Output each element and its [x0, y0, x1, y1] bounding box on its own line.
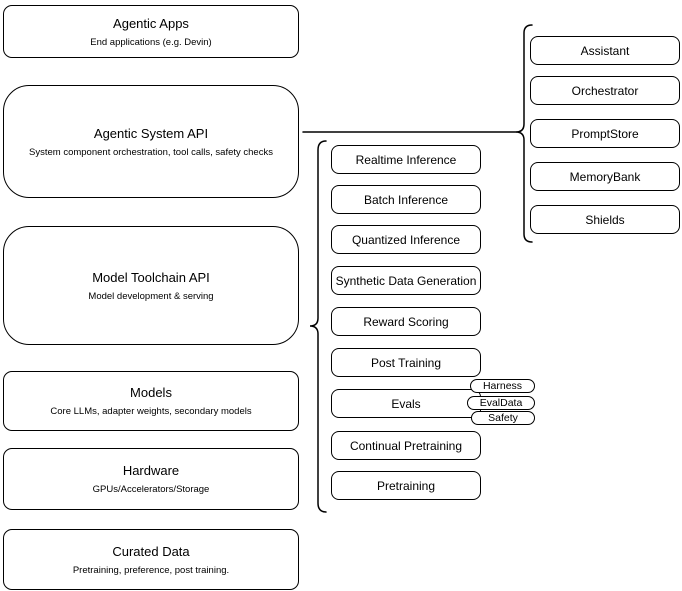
- toolchain-item-evals: Evals: [331, 389, 481, 418]
- model-toolchain-api-title: Model Toolchain API: [92, 269, 210, 285]
- toolchain-item-reward-scoring: Reward Scoring: [331, 307, 481, 336]
- toolchain-item-label: Reward Scoring: [363, 314, 449, 329]
- curated-data-subtitle: Pretraining, preference, post training.: [72, 564, 230, 576]
- component-label: MemoryBank: [569, 169, 641, 184]
- agentic-apps-box: Agentic Apps End applications (e.g. Devi…: [3, 5, 299, 58]
- hardware-box: Hardware GPUs/Accelerators/Storage: [3, 448, 299, 510]
- toolchain-item-label: Pretraining: [376, 478, 436, 493]
- model-toolchain-api-subtitle: Model development & serving: [88, 290, 214, 302]
- curated-data-title: Curated Data: [112, 543, 190, 559]
- component-label: PromptStore: [571, 126, 639, 141]
- evals-tag-label: Safety: [488, 412, 518, 424]
- models-title: Models: [130, 385, 172, 400]
- toolchain-item-label: Continual Pretraining: [349, 438, 463, 453]
- toolchain-item-label: Synthetic Data Generation: [335, 273, 477, 288]
- agentic-system-api-title: Agentic System API: [93, 125, 209, 141]
- toolchain-item-pretraining: Pretraining: [331, 471, 481, 500]
- evals-tag-label: EvalData: [479, 397, 523, 409]
- toolchain-item-label: Post Training: [370, 355, 442, 370]
- component-label: Shields: [585, 212, 625, 227]
- toolchain-brace: [309, 140, 327, 513]
- agentic-apps-subtitle: End applications (e.g. Devin): [90, 36, 212, 48]
- component-memorybank: MemoryBank: [530, 162, 680, 191]
- toolchain-item-post-training: Post Training: [331, 348, 481, 377]
- evals-tag-evaldata: EvalData: [467, 396, 535, 410]
- agentic-system-api-box: Agentic System API System component orch…: [3, 85, 299, 198]
- component-label: Assistant: [580, 43, 630, 58]
- toolchain-item-label: Evals: [391, 396, 421, 411]
- toolchain-item-realtime-inference: Realtime Inference: [331, 145, 481, 174]
- component-assistant: Assistant: [530, 36, 680, 65]
- component-orchestrator: Orchestrator: [530, 76, 680, 105]
- curated-data-box: Curated Data Pretraining, preference, po…: [3, 529, 299, 590]
- component-shields: Shields: [530, 205, 680, 234]
- models-subtitle: Core LLMs, adapter weights, secondary mo…: [50, 406, 252, 417]
- toolchain-item-label: Realtime Inference: [355, 152, 457, 167]
- agentic-system-api-subtitle: System component orchestration, tool cal…: [29, 146, 273, 158]
- component-promptstore: PromptStore: [530, 119, 680, 148]
- toolchain-item-label: Batch Inference: [363, 192, 449, 207]
- toolchain-item-synthetic-data-generation: Synthetic Data Generation: [331, 266, 481, 295]
- agentic-apps-title: Agentic Apps: [113, 15, 189, 31]
- toolchain-item-quantized-inference: Quantized Inference: [331, 225, 481, 254]
- evals-tag-label: Harness: [482, 380, 523, 392]
- toolchain-item-label: Quantized Inference: [351, 232, 461, 247]
- models-box: Models Core LLMs, adapter weights, secon…: [3, 371, 299, 431]
- component-label: Orchestrator: [571, 83, 639, 98]
- evals-tag-harness: Harness: [470, 379, 535, 393]
- toolchain-item-batch-inference: Batch Inference: [331, 185, 481, 214]
- hardware-title: Hardware: [122, 463, 180, 478]
- evals-tag-safety: Safety: [471, 411, 535, 425]
- hardware-subtitle: GPUs/Accelerators/Storage: [92, 484, 210, 495]
- toolchain-item-continual-pretraining: Continual Pretraining: [331, 431, 481, 460]
- model-toolchain-api-box: Model Toolchain API Model development & …: [3, 226, 299, 345]
